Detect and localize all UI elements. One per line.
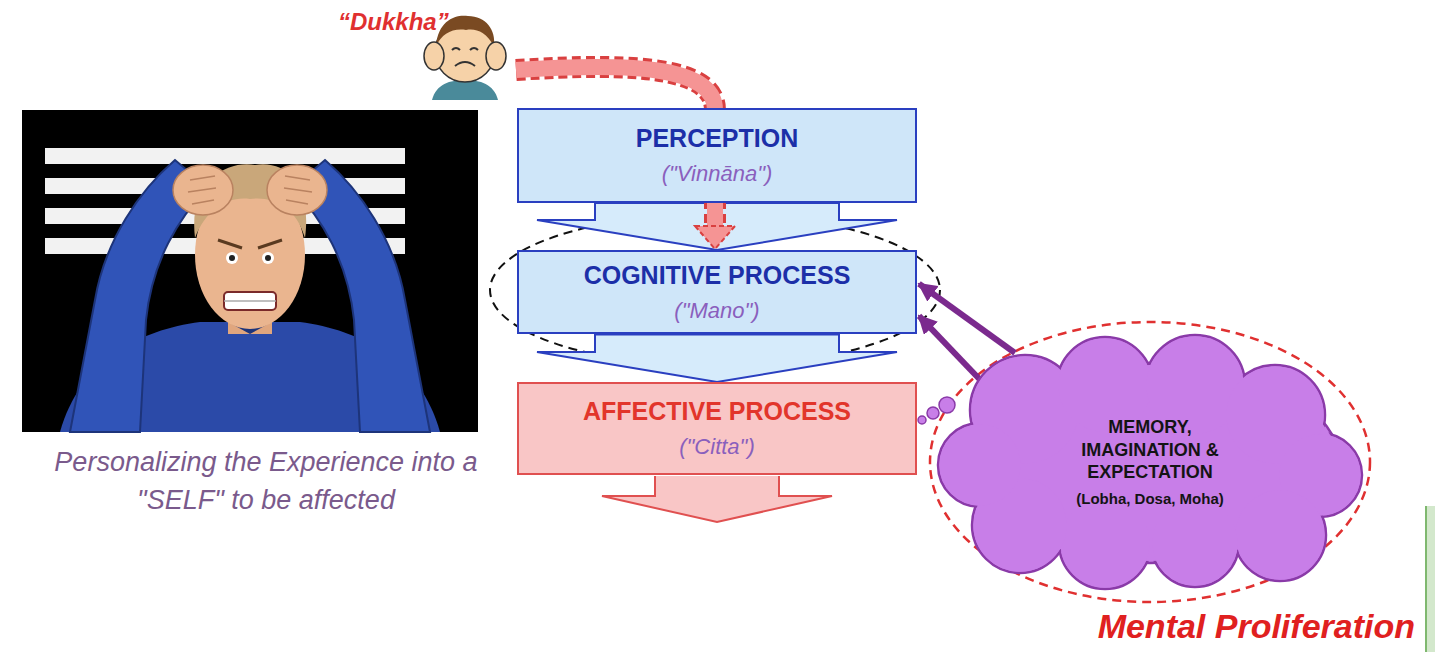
icon-hand [486, 42, 506, 70]
man-eye [226, 252, 238, 264]
node-subtitle: ("Mano") [674, 298, 759, 324]
caption-text: Personalizing the Experience into a "SEL… [6, 444, 526, 520]
thought-bubble [918, 416, 926, 424]
influence-arrow [919, 316, 987, 387]
node-title: PERCEPTION [636, 123, 799, 153]
man-fingers [188, 176, 312, 204]
thought-bubble [927, 407, 939, 419]
dukkha-arrow-head [695, 226, 735, 249]
photo-stripe [45, 148, 405, 164]
node-subtitle: ("Citta") [679, 434, 755, 460]
icon-hand [424, 42, 444, 70]
node-title: MEMORY, IMAGINATION & EXPECTATION [1055, 416, 1245, 484]
icon-eyes [452, 48, 478, 50]
thought-bubble [939, 397, 955, 413]
thought-bubbles [918, 397, 955, 424]
thought-cloud: MEMORY, IMAGINATION & EXPECTATION (Lobha,… [935, 335, 1365, 590]
concept-label: “Dukkha” [338, 8, 449, 36]
process-box: PERCEPTION ("Vinnāna") [517, 108, 917, 203]
block-arrow [537, 334, 897, 382]
man-brows [218, 240, 282, 248]
man-mouth [224, 292, 276, 310]
photo-background [22, 110, 478, 432]
concept-label: Mental Proliferation [935, 607, 1415, 646]
man-teeth [224, 300, 276, 302]
cloud-fill [939, 424, 1020, 505]
side-bar-edge [1425, 506, 1427, 652]
icon-shoulders [432, 80, 498, 100]
node-title: COGNITIVE PROCESS [584, 260, 851, 290]
node-title: AFFECTIVE PROCESS [583, 396, 851, 426]
cloud-fill [1060, 498, 1149, 587]
side-bar [1425, 506, 1435, 652]
icon-mouth [455, 62, 475, 66]
photo-illustration [22, 110, 478, 432]
influence-arrow [919, 284, 1015, 353]
cloud-fill [1152, 500, 1237, 585]
process-box: AFFECTIVE PROCESS ("Citta") [517, 382, 917, 475]
node-subtitle: (Lobha, Dosa, Moha) [1076, 490, 1224, 509]
man-pupil [229, 255, 235, 261]
man-eye [262, 252, 274, 264]
process-box: COGNITIVE PROCESS ("Mano") [517, 250, 917, 334]
man-pupil [265, 255, 271, 261]
cloud-fill [1235, 490, 1324, 579]
proliferation-ellipse [930, 322, 1370, 602]
node-subtitle: ("Vinnāna") [662, 161, 773, 187]
outflow-arrow [602, 476, 832, 522]
